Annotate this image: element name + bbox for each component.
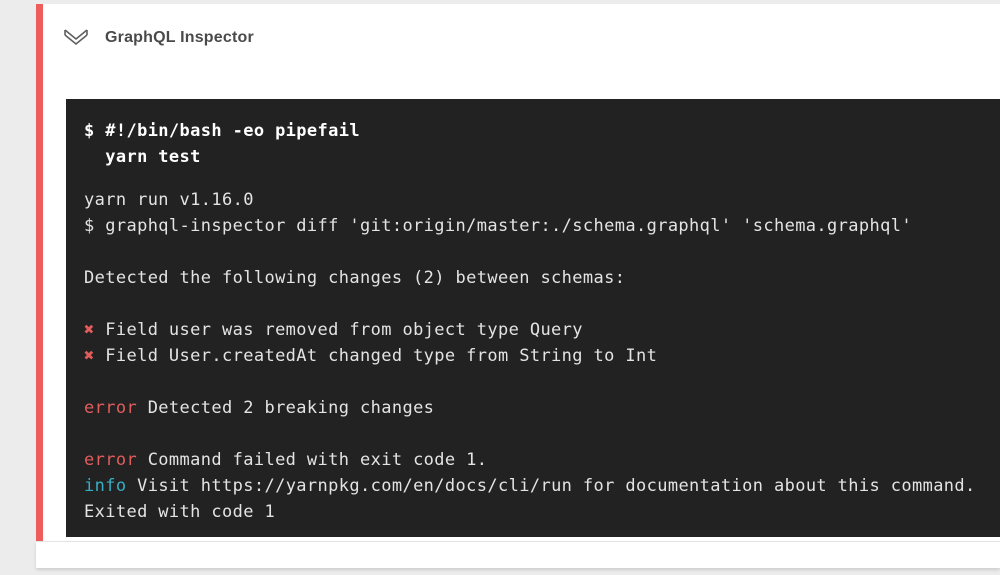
terminal-command-block: $ #!/bin/bash -eo pipefail yarn test bbox=[84, 118, 982, 170]
step-title: GraphQL Inspector bbox=[105, 29, 254, 46]
terminal-line: Detected the following changes (2) betwe… bbox=[84, 265, 982, 291]
terminal-line: $ graphql-inspector diff 'git:origin/mas… bbox=[84, 213, 982, 239]
build-step-card: GraphQL Inspector $ #!/bin/bash -eo pipe… bbox=[36, 4, 1000, 541]
terminal-line: ✖ Field User.createdAt changed type from… bbox=[84, 343, 982, 369]
terminal-line bbox=[84, 291, 982, 317]
terminal-segment: Field user was removed from object type … bbox=[105, 320, 583, 340]
terminal-segment-red: ✖ bbox=[84, 346, 106, 366]
terminal-line: error Command failed with exit code 1. bbox=[84, 447, 982, 473]
terminal-line: yarn run v1.16.0 bbox=[84, 187, 982, 213]
terminal-line: info Visit https://yarnpkg.com/en/docs/c… bbox=[84, 473, 982, 499]
terminal-segment-cyan: info bbox=[84, 476, 127, 496]
terminal-segment: Command failed with exit code 1. bbox=[137, 450, 488, 470]
terminal-segment: Visit https://yarnpkg.com/en/docs/cli/ru… bbox=[126, 476, 976, 496]
step-header[interactable]: GraphQL Inspector bbox=[43, 4, 1000, 49]
terminal-line: error Detected 2 breaking changes bbox=[84, 395, 982, 421]
terminal-line bbox=[84, 369, 982, 395]
terminal-segment: Exited with code 1 bbox=[84, 502, 276, 522]
terminal-line: yarn test bbox=[84, 147, 201, 167]
terminal-segment: Field User.createdAt changed type from S… bbox=[105, 346, 658, 366]
terminal-line: ✖ Field user was removed from object typ… bbox=[84, 317, 982, 343]
terminal-segment-red: error bbox=[84, 398, 138, 418]
terminal-segment: yarn run v1.16.0 bbox=[84, 190, 254, 210]
terminal-line: $ #!/bin/bash -eo pipefail bbox=[84, 121, 360, 141]
terminal-segment: Detected the following changes (2) betwe… bbox=[84, 268, 626, 288]
terminal-segment-red: error bbox=[84, 450, 138, 470]
terminal-line: Exited with code 1 bbox=[84, 499, 982, 525]
terminal-segment: $ graphql-inspector diff 'git:origin/mas… bbox=[84, 216, 912, 236]
terminal-output-block: yarn run v1.16.0 $ graphql-inspector diff… bbox=[84, 187, 982, 525]
terminal-line bbox=[84, 421, 982, 447]
terminal-line bbox=[84, 239, 982, 265]
collapsed-next-section[interactable] bbox=[36, 541, 1000, 568]
double-chevron-down-icon[interactable] bbox=[62, 27, 90, 49]
terminal-segment: Detected 2 breaking changes bbox=[137, 398, 435, 418]
terminal-segment-red: ✖ bbox=[84, 320, 106, 340]
